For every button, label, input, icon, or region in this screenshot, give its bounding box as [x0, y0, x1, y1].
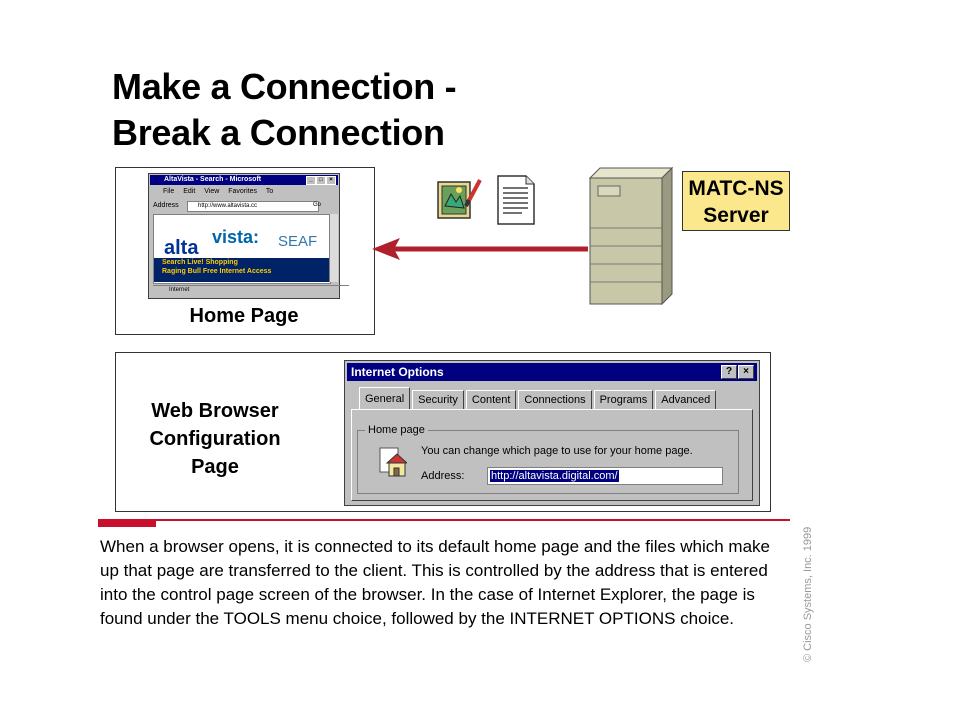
menu-favorites: Favorites [228, 188, 258, 195]
menu-edit: Edit [183, 188, 196, 195]
mini-browser-titlebar: AltaVista - Search - Microsoft _ □ × [150, 175, 338, 185]
config-label-line1: Web Browser [151, 400, 279, 422]
picture-file-icon [437, 179, 482, 219]
home-page-description: You can change which page to use for you… [421, 445, 693, 457]
mini-status-bar: Internet [153, 285, 349, 295]
home-page-group [357, 430, 739, 494]
tab-advanced[interactable]: Advanced [655, 390, 717, 409]
server-label-line1: MATC-NS [688, 177, 784, 200]
server-label: MATC-NS Server [682, 171, 790, 231]
data-transfer-arrow [372, 238, 588, 260]
server-tower-icon [588, 166, 674, 306]
navbar-row2: Raging Bull Free Internet Access [162, 268, 272, 275]
body-paragraph: When a browser opens, it is connected to… [100, 537, 770, 628]
mini-scrollbar [329, 214, 338, 282]
home-icon [379, 447, 407, 477]
help-icon[interactable]: ? [721, 365, 737, 379]
document-file-icon [497, 175, 535, 225]
slide-title: Make a Connection - Break a Connection [112, 64, 457, 156]
dialog-titlebar: Internet Options ? × [347, 363, 757, 381]
divider-accent [98, 521, 156, 527]
mini-go-button: Go [313, 202, 322, 208]
home-page-address-input[interactable]: http://altavista.digital.com/ [487, 467, 723, 485]
config-page-label: Web Browser Configuration Page [120, 397, 310, 481]
home-page-group-label: Home page [365, 424, 428, 436]
slide-title-line2: Break a Connection [112, 112, 445, 153]
config-label-line3: Page [191, 456, 239, 478]
close-icon: × [326, 176, 336, 185]
tab-programs[interactable]: Programs [593, 390, 654, 409]
address-label: Address: [421, 470, 465, 482]
close-icon[interactable]: × [738, 365, 754, 379]
minimize-icon: _ [306, 176, 316, 185]
navbar-row1: Search Live! Shopping [162, 259, 238, 266]
divider-line [98, 519, 790, 521]
altavista-logo-vista: vista: [212, 227, 260, 247]
mini-browser-window: AltaVista - Search - Microsoft _ □ × Fil… [148, 173, 349, 299]
mini-browser-title: AltaVista - Search - Microsoft [164, 176, 262, 183]
altavista-logo-alta: alta [164, 237, 199, 259]
dialog-title: Internet Options [351, 365, 444, 379]
altavista-logo-search: SEAF [278, 233, 318, 250]
mini-address-field: http://www.altavista.cc [187, 201, 319, 212]
altavista-navbar: Search Live! Shopping Raging Bull Free I… [154, 258, 330, 282]
dialog-tabs: General Security Content Connections Pro… [359, 387, 718, 410]
mini-browser-menubar: File Edit View Favorites To [163, 187, 280, 196]
tab-connections[interactable]: Connections [518, 390, 592, 409]
server-label-line2: Server [703, 204, 769, 227]
copyright-text: © Cisco Systems, Inc. 1999 [802, 527, 814, 662]
internet-options-dialog: Internet Options ? × General Security Co… [344, 360, 760, 506]
mini-page-content: alta vista: SEAF Search Live! Shopping R… [153, 214, 331, 284]
copyright-notice: © Cisco Systems, Inc. 1999 [802, 527, 814, 662]
general-tab-panel [351, 409, 753, 501]
config-label-line2: Configuration [149, 428, 281, 450]
menu-tools: To [265, 188, 274, 195]
menu-view: View [204, 188, 220, 195]
home-page-label: Home Page [189, 305, 299, 327]
tab-general[interactable]: General [359, 387, 411, 410]
slide-title-line1: Make a Connection - [112, 66, 457, 107]
menu-file: File [163, 188, 175, 195]
tab-security[interactable]: Security [412, 390, 464, 409]
maximize-icon: □ [316, 176, 326, 185]
mini-address-label: Address [153, 202, 179, 209]
home-page-address-value: http://altavista.digital.com/ [490, 470, 619, 482]
tab-content[interactable]: Content [465, 390, 517, 409]
